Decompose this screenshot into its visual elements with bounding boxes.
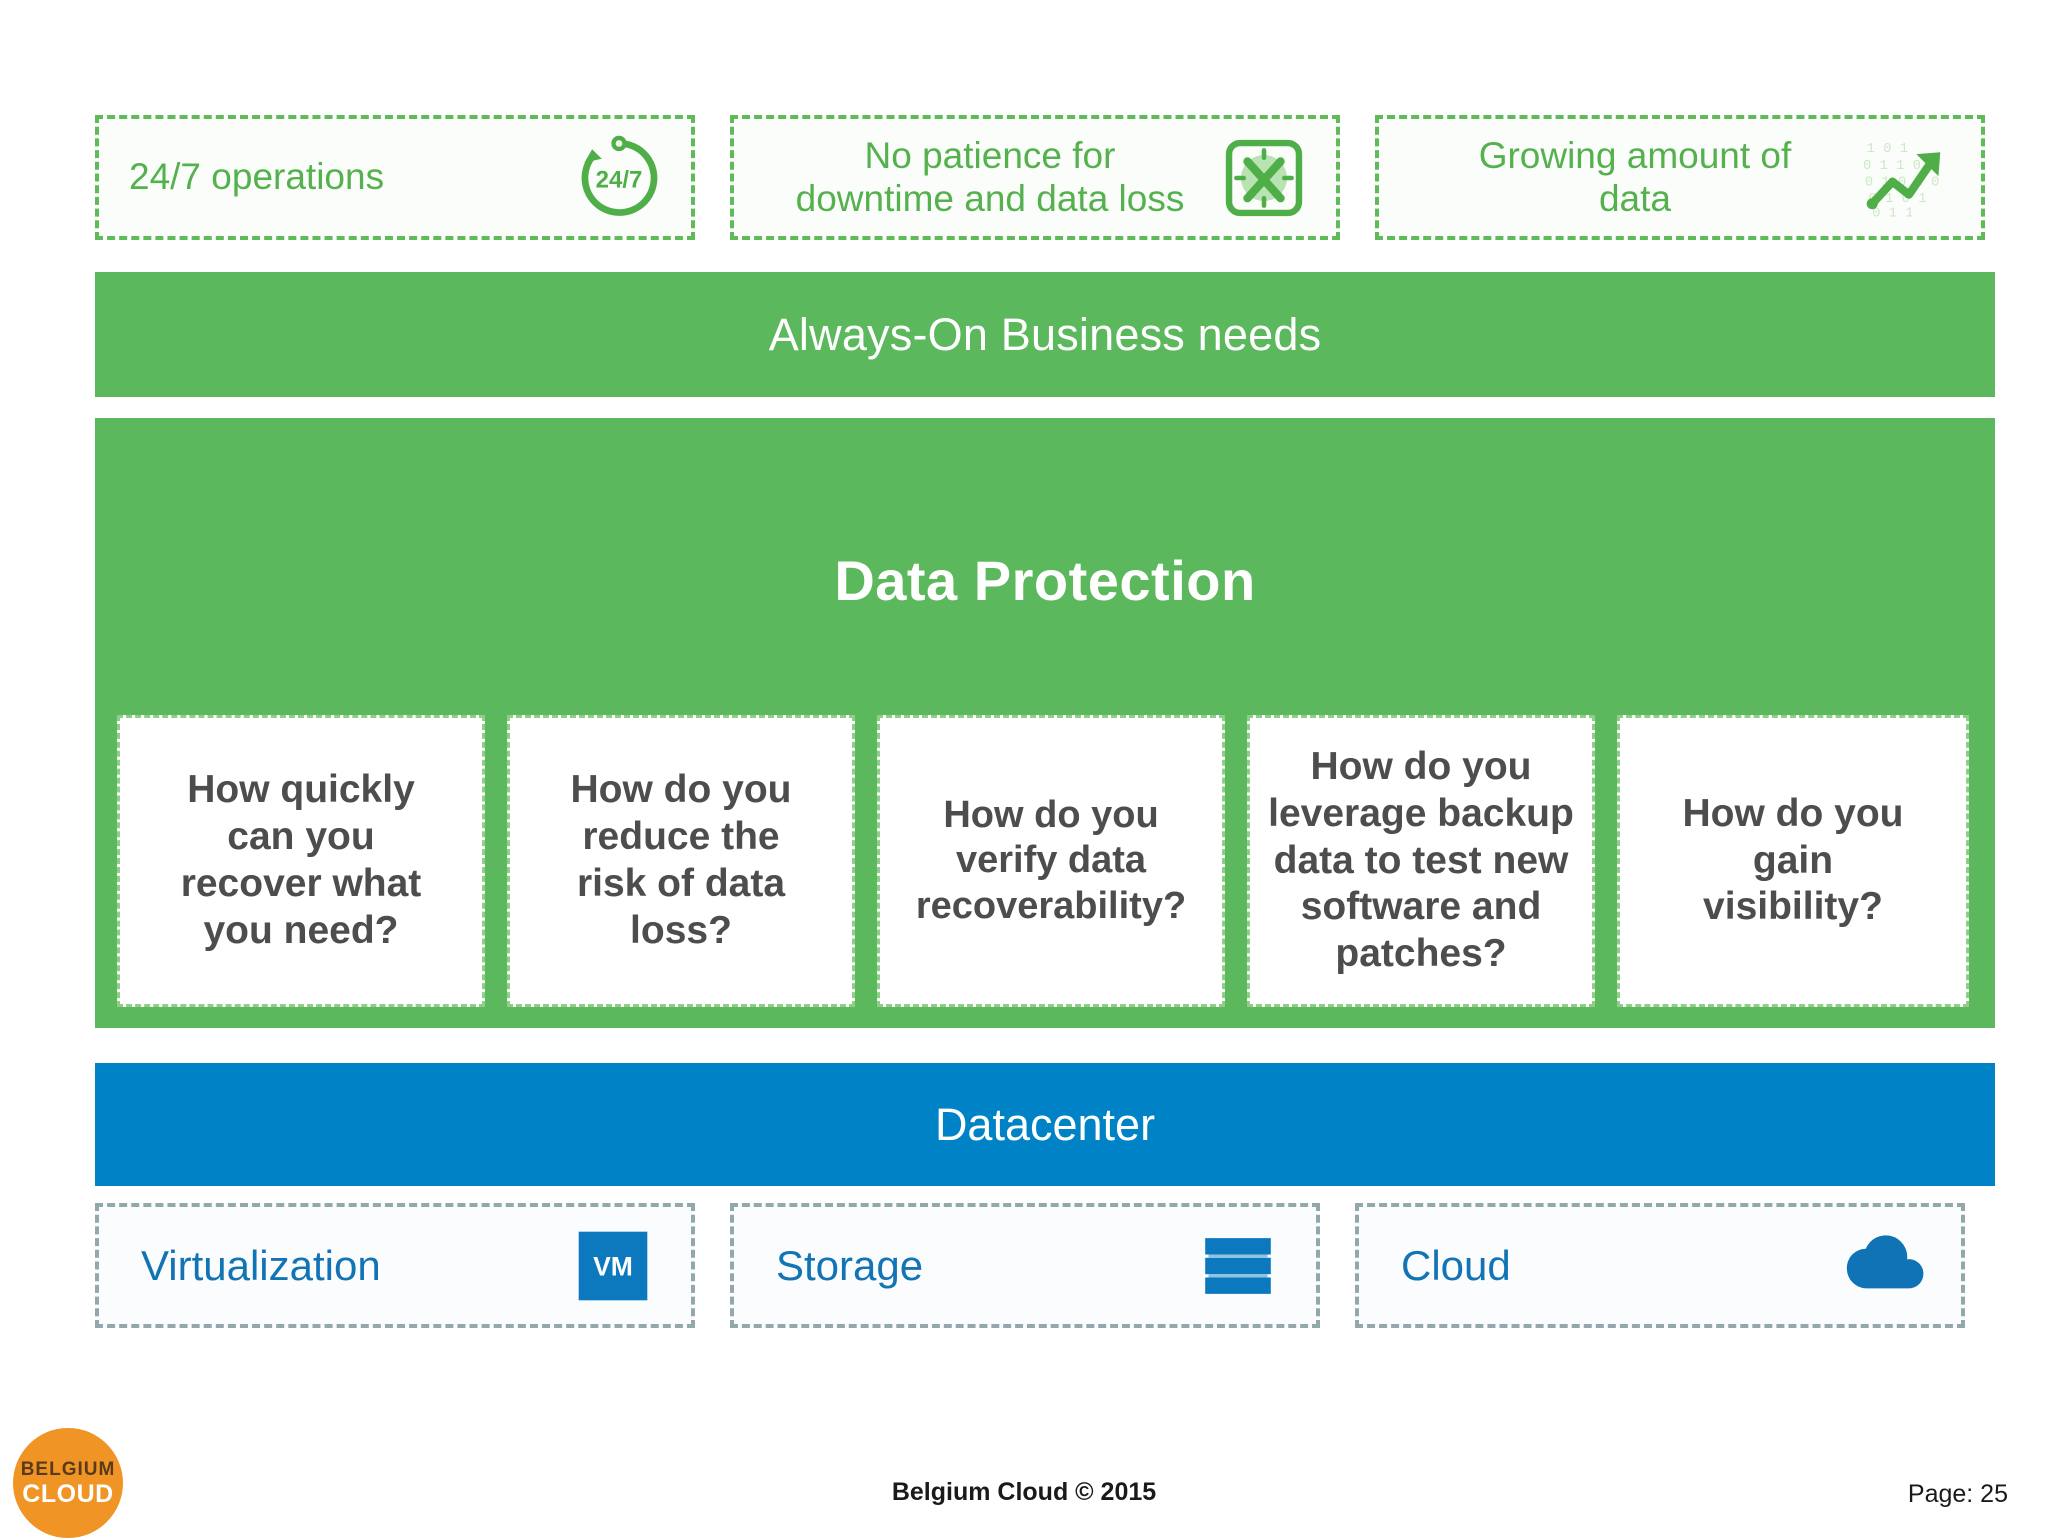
footer-page-number: Page: 25 <box>1907 1480 2008 1508</box>
no-downtime-clock-icon <box>1216 130 1312 226</box>
svg-text:0 1 1: 0 1 1 <box>1872 206 1913 221</box>
infra-card-virtualization[interactable]: Virtualization VM <box>95 1203 695 1328</box>
driver-card-247-operations[interactable]: 24/7 operations 24/7 <box>95 115 695 240</box>
footer-copyright: Belgium Cloud © 2015 <box>891 1478 1157 1506</box>
infra-card-storage[interactable]: Storage <box>730 1203 1320 1328</box>
data-protection-title: Data Protection <box>834 549 1256 612</box>
logo-line-2: CLOUD <box>22 1479 114 1508</box>
cloud-icon <box>1837 1220 1929 1312</box>
svg-text:1 0 1: 1 0 1 <box>1867 142 1908 157</box>
datacenter-band-title: Datacenter <box>934 1098 1156 1150</box>
infra-label: Virtualization <box>141 1241 381 1289</box>
infrastructure-row: Virtualization VM Storage <box>95 1203 1995 1328</box>
svg-text:0 1 1 0: 0 1 1 0 <box>1863 158 1921 173</box>
disk-stack-icon <box>1192 1220 1284 1312</box>
infra-label: Cloud <box>1401 1241 1511 1289</box>
vm-square-icon: VM <box>567 1220 659 1312</box>
svg-text:VM: VM <box>593 1251 633 1281</box>
logo-line-1: BELGIUM <box>20 1458 116 1480</box>
datacenter-band: Datacenter <box>95 1063 1995 1186</box>
svg-text:24/7: 24/7 <box>596 166 643 193</box>
always-on-band-title: Always-On Business needs <box>768 308 1322 360</box>
driver-label: 24/7 operations <box>129 156 385 198</box>
always-on-business-needs-band: Always-On Business needs <box>95 272 1995 397</box>
infra-label: Storage <box>776 1241 924 1289</box>
belgium-cloud-logo: BELGIUM CLOUD <box>13 1428 123 1538</box>
clock-24-7-icon: 24/7 <box>571 130 667 226</box>
growing-data-arrow-icon: 1 0 1 0 1 1 0 0 1 0 1 0 0 1 0 1 0 1 1 <box>1861 130 1957 226</box>
infra-card-cloud[interactable]: Cloud <box>1355 1203 1965 1328</box>
